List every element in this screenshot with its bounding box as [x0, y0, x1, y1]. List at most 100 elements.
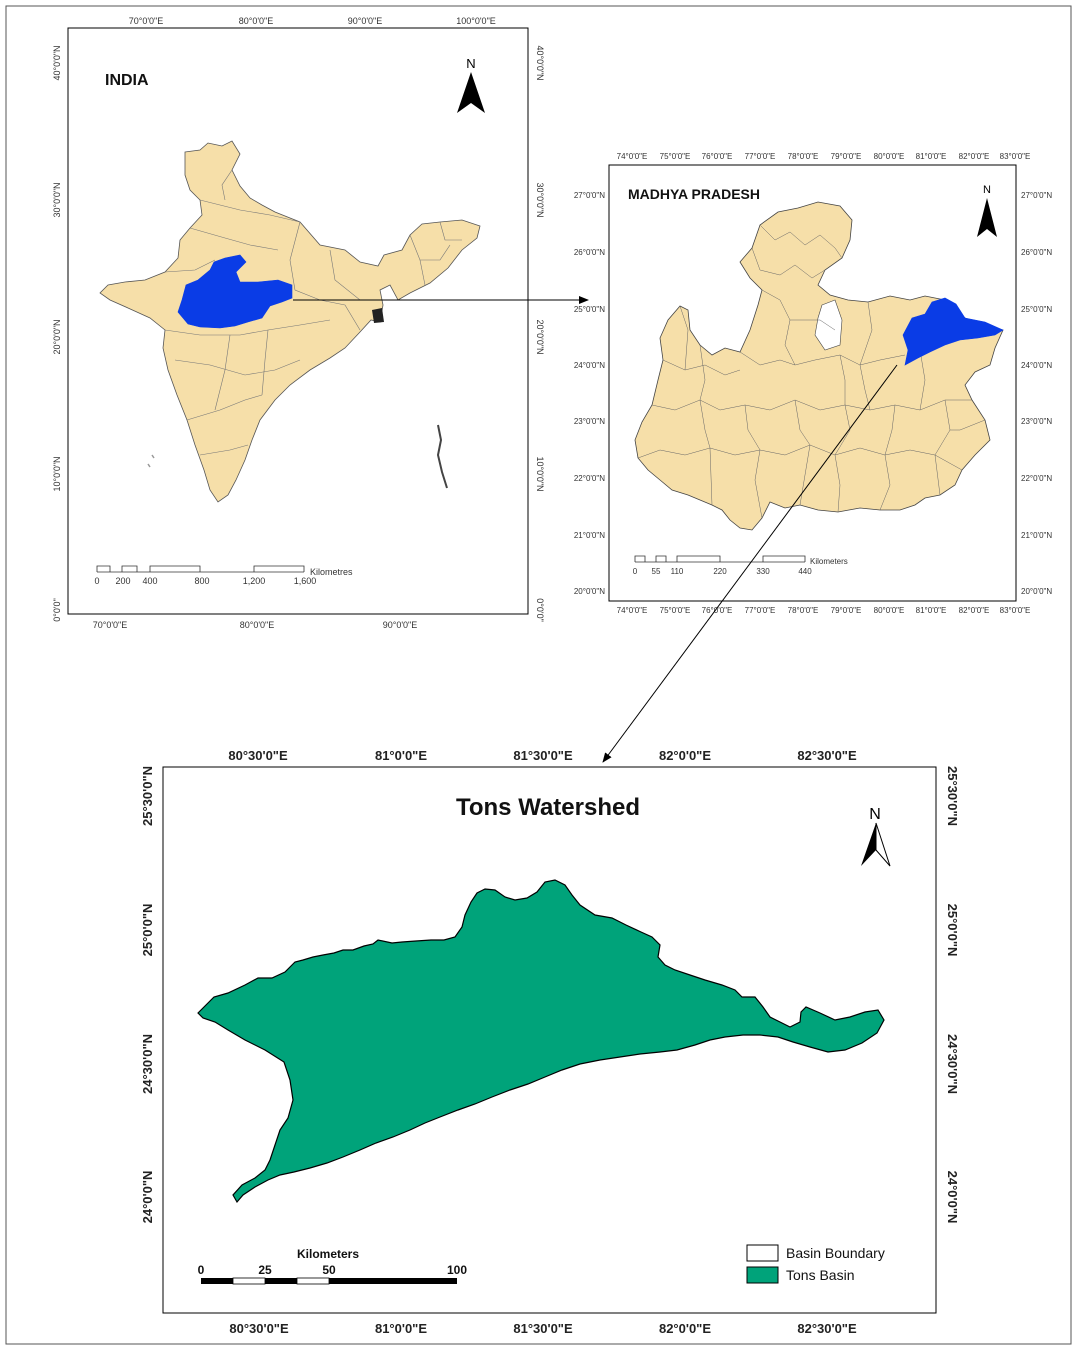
- mp-lon-tick: 76°0'0"E: [702, 606, 733, 615]
- india-lon-tick-top: 70°0'0"E: [129, 16, 164, 26]
- tons-lon-tick: 82°0'0"E: [659, 1321, 711, 1336]
- mp-landmass: [634, 201, 1004, 531]
- legend-swatch-basin-boundary: [746, 1244, 779, 1262]
- mp-lat-tick: 23°0'0"N: [1021, 417, 1052, 426]
- india-map-frame: [67, 27, 529, 615]
- mp-scale-label: 110: [671, 567, 684, 576]
- mp-lat-tick: 27°0'0"N: [1021, 191, 1052, 200]
- tons-scale-label: 0: [198, 1263, 205, 1277]
- mp-district-boundaries: [637, 224, 986, 519]
- mp-lat-tick: 21°0'0"N: [1021, 531, 1052, 540]
- mp-lon-tick: 81°0'0"E: [916, 152, 947, 161]
- india-scale-label: 1,200: [243, 576, 266, 586]
- tons-lat-tick: 25°0'0"N: [945, 904, 960, 957]
- mp-lon-tick: 75°0'0"E: [660, 606, 691, 615]
- mp-lon-tick: 82°0'0"E: [959, 152, 990, 161]
- mp-lat-tick: 27°0'0"N: [574, 191, 605, 200]
- tons-north-label: N: [869, 806, 881, 823]
- tons-lat-tick: 25°30'0"N: [140, 766, 155, 826]
- india-scale-label: 200: [115, 576, 130, 586]
- mp-lon-tick: 82°0'0"E: [959, 606, 990, 615]
- mp-tons-highlight: [902, 297, 1004, 366]
- mp-lat-tick: 26°0'0"N: [574, 248, 605, 257]
- tons-lat-tick: 24°0'0"N: [945, 1171, 960, 1224]
- india-scale-label: 0: [94, 576, 99, 586]
- india-lon-tick-top: 100°0'0"E: [456, 16, 496, 26]
- india-lat-tick-left: 10°0'0"N: [52, 456, 62, 491]
- tons-map-title: Tons Watershed: [456, 794, 640, 821]
- tons-lat-tick: 25°30'0"N: [945, 766, 960, 826]
- tons-scale-unit: Kilometers: [297, 1247, 359, 1261]
- mp-scale-label: 330: [756, 567, 770, 576]
- tons-lon-tick: 81°0'0"E: [375, 748, 427, 763]
- india-lon-tick-top: 90°0'0"E: [348, 16, 383, 26]
- mp-scale-label: 55: [652, 567, 661, 576]
- tons-lat-tick: 25°0'0"N: [140, 904, 155, 957]
- mp-reservoir: [814, 299, 843, 351]
- india-scale-label: 400: [142, 576, 157, 586]
- mp-scale-label: 220: [713, 567, 727, 576]
- tons-lat-tick: 24°30'0"N: [945, 1034, 960, 1094]
- india-landmass: [99, 140, 481, 503]
- mp-lat-tick: 25°0'0"N: [1021, 305, 1052, 314]
- india-north-label: N: [466, 56, 475, 71]
- india-lat-tick-right: 40°0'0"N: [535, 45, 545, 80]
- tons-lat-ticks-left: 25°30'0"N 25°0'0"N 24°30'0"N 24°0'0"N: [140, 766, 155, 1223]
- mp-lon-ticks-top: 74°0'0"E 75°0'0"E 76°0'0"E 77°0'0"E 78°0…: [617, 152, 1031, 161]
- india-map-panel: 70°0'0"E 80°0'0"E 90°0'0"E 100°0'0"E 70°…: [52, 16, 545, 630]
- mp-scale-unit: Kilometers: [810, 557, 848, 566]
- tons-lon-tick: 81°30'0"E: [513, 748, 573, 763]
- tons-lat-tick: 24°0'0"N: [140, 1171, 155, 1224]
- tons-lon-ticks-bottom: 80°30'0"E 81°0'0"E 81°30'0"E 82°0'0"E 82…: [229, 1321, 857, 1336]
- india-lat-tick-right: 0°0'0": [535, 598, 545, 622]
- india-lon-tick-bottom: 90°0'0"E: [383, 620, 418, 630]
- mp-scale-label: 0: [633, 567, 638, 576]
- india-scale-unit: Kilometres: [310, 567, 353, 577]
- mp-lon-tick: 77°0'0"E: [745, 606, 776, 615]
- mp-scale-label: 440: [798, 567, 812, 576]
- india-lat-tick-right: 10°0'0"N: [535, 456, 545, 491]
- north-arrow-icon: [457, 72, 485, 113]
- mp-lon-tick: 78°0'0"E: [788, 152, 819, 161]
- tons-basin-polygon: [197, 879, 885, 1204]
- andaman-islands: [436, 424, 448, 489]
- mp-map-title: MADHYA PRADESH: [628, 186, 760, 202]
- tons-lon-tick: 81°0'0"E: [375, 1321, 427, 1336]
- tons-map-panel: 80°30'0"E 81°0'0"E 81°30'0"E 82°0'0"E 82…: [140, 748, 960, 1336]
- india-scale-label: 1,600: [294, 576, 317, 586]
- tons-lat-ticks-right: 25°30'0"N 25°0'0"N 24°30'0"N 24°0'0"N: [945, 766, 960, 1223]
- tons-lon-tick: 82°30'0"E: [797, 1321, 857, 1336]
- mp-lon-tick: 80°0'0"E: [874, 152, 905, 161]
- mp-lat-tick: 21°0'0"N: [574, 531, 605, 540]
- madhya-pradesh-highlight: [177, 254, 293, 329]
- outer-border: [5, 5, 1072, 1345]
- mp-lon-tick: 74°0'0"E: [617, 152, 648, 161]
- mp-scale-bar: 0 55 110 220 330 440 Kilometers: [633, 555, 848, 576]
- india-lat-tick-left: 20°0'0"N: [52, 319, 62, 354]
- mp-lat-tick: 22°0'0"N: [574, 474, 605, 483]
- mp-lat-tick: 20°0'0"N: [1021, 587, 1052, 596]
- india-lat-tick-left: 30°0'0"N: [52, 182, 62, 217]
- india-lat-tick-left: 0°0'0": [52, 598, 62, 622]
- mp-lat-tick: 23°0'0"N: [574, 417, 605, 426]
- mp-lat-ticks-left: 27°0'0"N 26°0'0"N 25°0'0"N 24°0'0"N 23°0…: [574, 191, 605, 596]
- mp-lat-tick: 20°0'0"N: [574, 587, 605, 596]
- india-lat-tick-right: 20°0'0"N: [535, 319, 545, 354]
- mp-lon-tick: 74°0'0"E: [617, 606, 648, 615]
- tons-lat-tick: 24°30'0"N: [140, 1034, 155, 1094]
- legend-label-tons-basin: Tons Basin: [786, 1267, 854, 1283]
- tons-scale-label: 25: [258, 1263, 272, 1277]
- tons-lon-ticks-top: 80°30'0"E 81°0'0"E 81°30'0"E 82°0'0"E 82…: [228, 748, 857, 763]
- mp-lon-tick: 78°0'0"E: [788, 606, 819, 615]
- india-lon-tick-top: 80°0'0"E: [239, 16, 274, 26]
- tons-lon-tick: 82°0'0"E: [659, 748, 711, 763]
- mp-lat-tick: 24°0'0"N: [1021, 361, 1052, 370]
- mp-lat-tick: 24°0'0"N: [574, 361, 605, 370]
- tons-lon-tick: 82°30'0"E: [797, 748, 857, 763]
- north-arrow-icon: [861, 822, 891, 867]
- mp-lon-tick: 80°0'0"E: [874, 606, 905, 615]
- mp-map-panel: 74°0'0"E 75°0'0"E 76°0'0"E 77°0'0"E 78°0…: [574, 152, 1053, 615]
- mp-lat-tick: 25°0'0"N: [574, 305, 605, 314]
- tons-legend: Basin Boundary Tons Basin: [746, 1244, 885, 1284]
